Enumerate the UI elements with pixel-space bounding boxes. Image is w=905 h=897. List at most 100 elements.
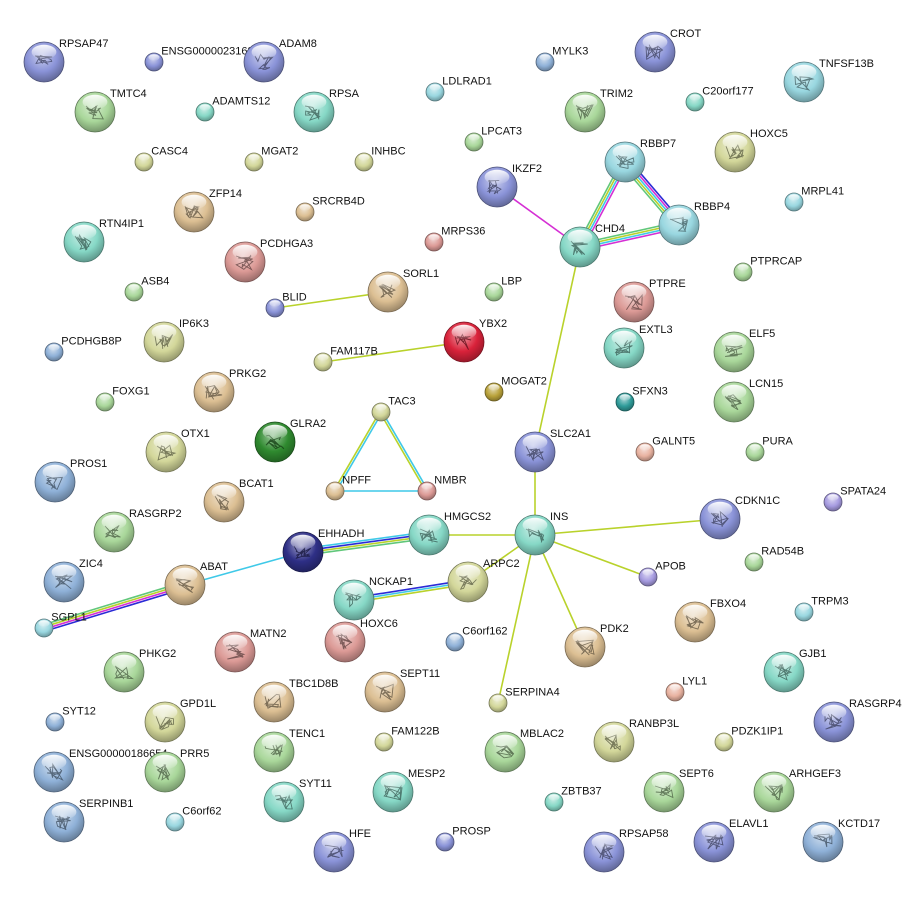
node-hoxc6[interactable]: HOXC6 — [324, 618, 398, 663]
node-ranbp3l[interactable]: RANBP3L — [593, 718, 679, 763]
node-prkg2[interactable]: PRKG2 — [193, 368, 266, 413]
node-inhbc[interactable]: INHBC — [354, 146, 406, 172]
node-tbc1d8b[interactable]: TBC1D8B — [253, 678, 339, 723]
node-cdkn1c[interactable]: CDKN1C — [699, 495, 780, 540]
node-zfp14[interactable]: ZFP14 — [173, 188, 242, 233]
node-lcn15[interactable]: LCN15 — [713, 378, 783, 423]
node-adamts12[interactable]: ADAMTS12 — [195, 96, 270, 122]
node-galnt5[interactable]: GALNT5 — [635, 436, 695, 462]
node-sept11[interactable]: SEPT11 — [364, 668, 440, 713]
node-slc2a1[interactable]: SLC2A1 — [514, 428, 591, 473]
node-syt11[interactable]: SYT11 — [263, 778, 332, 823]
node-pdzk1ip1[interactable]: PDZK1IP1 — [714, 726, 783, 752]
node-phkg2[interactable]: PHKG2 — [103, 648, 176, 693]
edge-ins-serpina4[interactable] — [497, 534, 536, 704]
node-sept6[interactable]: SEPT6 — [643, 768, 714, 813]
node-zbtb37[interactable]: ZBTB37 — [544, 786, 602, 812]
node-arpc2[interactable]: ARPC2 — [447, 558, 520, 603]
node-ptprcap[interactable]: PTPRCAP — [733, 256, 802, 282]
node-elavl1[interactable]: ELAVL1 — [693, 818, 769, 863]
edge-tac3-nmbr[interactable] — [379, 411, 429, 492]
node-nckap1[interactable]: NCKAP1 — [333, 576, 413, 621]
node-crot[interactable]: CROT — [634, 28, 701, 73]
node-bcat1[interactable]: BCAT1 — [203, 478, 274, 523]
node-syt12[interactable]: SYT12 — [45, 706, 96, 732]
node-sfxn3[interactable]: SFXN3 — [615, 386, 668, 412]
node-ins[interactable]: INS — [514, 511, 568, 556]
node-ikzf2[interactable]: IKZF2 — [476, 163, 542, 208]
node-rbbp4[interactable]: RBBP4 — [658, 201, 730, 246]
node-tenc1[interactable]: TENC1 — [253, 728, 325, 773]
node-extl3[interactable]: EXTL3 — [603, 324, 673, 369]
node-pros1[interactable]: PROS1 — [34, 458, 107, 503]
node-gpd1l[interactable]: GPD1L — [144, 698, 216, 743]
edge-chd4-slc2a1[interactable] — [534, 246, 581, 453]
node-rbbp7[interactable]: RBBP7 — [604, 138, 676, 183]
node-tac3[interactable]: TAC3 — [371, 396, 416, 422]
node-zic4[interactable]: ZIC4 — [43, 558, 103, 603]
node-fam122b[interactable]: FAM122B — [374, 726, 440, 752]
node-hoxc5[interactable]: HOXC5 — [714, 128, 788, 173]
node-serpinb1[interactable]: SERPINB1 — [43, 798, 133, 843]
node-tmtc4[interactable]: TMTC4 — [74, 88, 147, 133]
node-hmgcs2[interactable]: HMGCS2 — [408, 511, 491, 556]
node-lpcat3[interactable]: LPCAT3 — [464, 126, 522, 152]
node-kctd17[interactable]: KCTD17 — [802, 818, 880, 863]
node-matn2[interactable]: MATN2 — [214, 628, 286, 673]
node-abat[interactable]: ABAT — [164, 561, 228, 606]
node-foxg1[interactable]: FOXG1 — [95, 386, 150, 412]
node-rasgrp4[interactable]: RASGRP4 — [813, 698, 902, 743]
node-rad54b[interactable]: RAD54B — [744, 546, 804, 572]
node-fbxo4[interactable]: FBXO4 — [674, 598, 746, 643]
node-apob[interactable]: APOB — [638, 561, 686, 587]
node-pdk2[interactable]: PDK2 — [564, 623, 629, 668]
node-c20orf177[interactable]: C20orf177 — [685, 86, 754, 112]
node-casc4[interactable]: CASC4 — [134, 146, 188, 172]
node-asb4[interactable]: ASB4 — [124, 276, 169, 302]
node-trpm3[interactable]: TRPM3 — [794, 596, 849, 622]
node-pcdhgb8p[interactable]: PCDHGB8P — [44, 336, 122, 362]
node-rpsap47[interactable]: RPSAP47 — [23, 38, 109, 83]
node-serpina4[interactable]: SERPINA4 — [488, 687, 560, 713]
node-trim2[interactable]: TRIM2 — [564, 88, 633, 133]
node-hfe[interactable]: HFE — [313, 828, 371, 873]
node-otx1[interactable]: OTX1 — [145, 428, 210, 473]
node-srcrb4d[interactable]: SRCRB4D — [295, 196, 365, 222]
node-prr5[interactable]: PRR5 — [144, 748, 209, 793]
node-lbp[interactable]: LBP — [484, 276, 522, 302]
edge-hmgcs2-ehhadh[interactable] — [302, 530, 430, 557]
node-adam8[interactable]: ADAM8 — [243, 38, 317, 83]
node-mgat2[interactable]: MGAT2 — [244, 146, 298, 172]
edge-ehhadh-abat[interactable] — [184, 551, 304, 586]
node-nmbr[interactable]: NMBR — [417, 475, 467, 501]
node-pcdhga3[interactable]: PCDHGA3 — [224, 238, 313, 283]
node-tnfsf13b[interactable]: TNFSF13B — [783, 58, 874, 103]
node-fam117b[interactable]: FAM117B — [313, 346, 378, 372]
edge-tac3-npff[interactable] — [333, 411, 383, 492]
node-ensg00000186654[interactable]: ENSG00000186654 — [33, 748, 167, 793]
node-ensg00000231685[interactable]: ENSG00000231685 — [144, 46, 260, 72]
node-sorl1[interactable]: SORL1 — [367, 268, 439, 313]
node-arhgef3[interactable]: ARHGEF3 — [753, 768, 841, 813]
edge-fam117b-ybx2[interactable] — [322, 341, 465, 363]
node-mrps36[interactable]: MRPS36 — [424, 226, 485, 252]
node-mogat2[interactable]: MOGAT2 — [484, 376, 547, 402]
node-lyl1[interactable]: LYL1 — [665, 676, 707, 702]
node-prosp[interactable]: PROSP — [435, 826, 491, 852]
edge-abat-sgpl1[interactable] — [42, 581, 187, 632]
node-ptpre[interactable]: PTPRE — [613, 278, 686, 323]
node-sgpl1[interactable]: SGPL1 — [34, 612, 87, 638]
node-pura[interactable]: PURA — [745, 436, 794, 462]
node-ybx2[interactable]: YBX2 — [443, 318, 507, 363]
node-rasgrp2[interactable]: RASGRP2 — [93, 508, 182, 553]
node-chd4[interactable]: CHD4 — [559, 223, 625, 268]
node-c6orf162[interactable]: C6orf162 — [445, 626, 508, 652]
edge-ins-pdk2[interactable] — [534, 534, 586, 648]
node-elf5[interactable]: ELF5 — [713, 328, 775, 373]
node-mylk3[interactable]: MYLK3 — [535, 46, 588, 72]
node-mrpl41[interactable]: MRPL41 — [784, 186, 844, 212]
node-npff[interactable]: NPFF — [325, 475, 371, 501]
node-rpsa[interactable]: RPSA — [293, 88, 360, 133]
node-ldlrad1[interactable]: LDLRAD1 — [425, 76, 492, 102]
node-spata24[interactable]: SPATA24 — [823, 486, 886, 512]
